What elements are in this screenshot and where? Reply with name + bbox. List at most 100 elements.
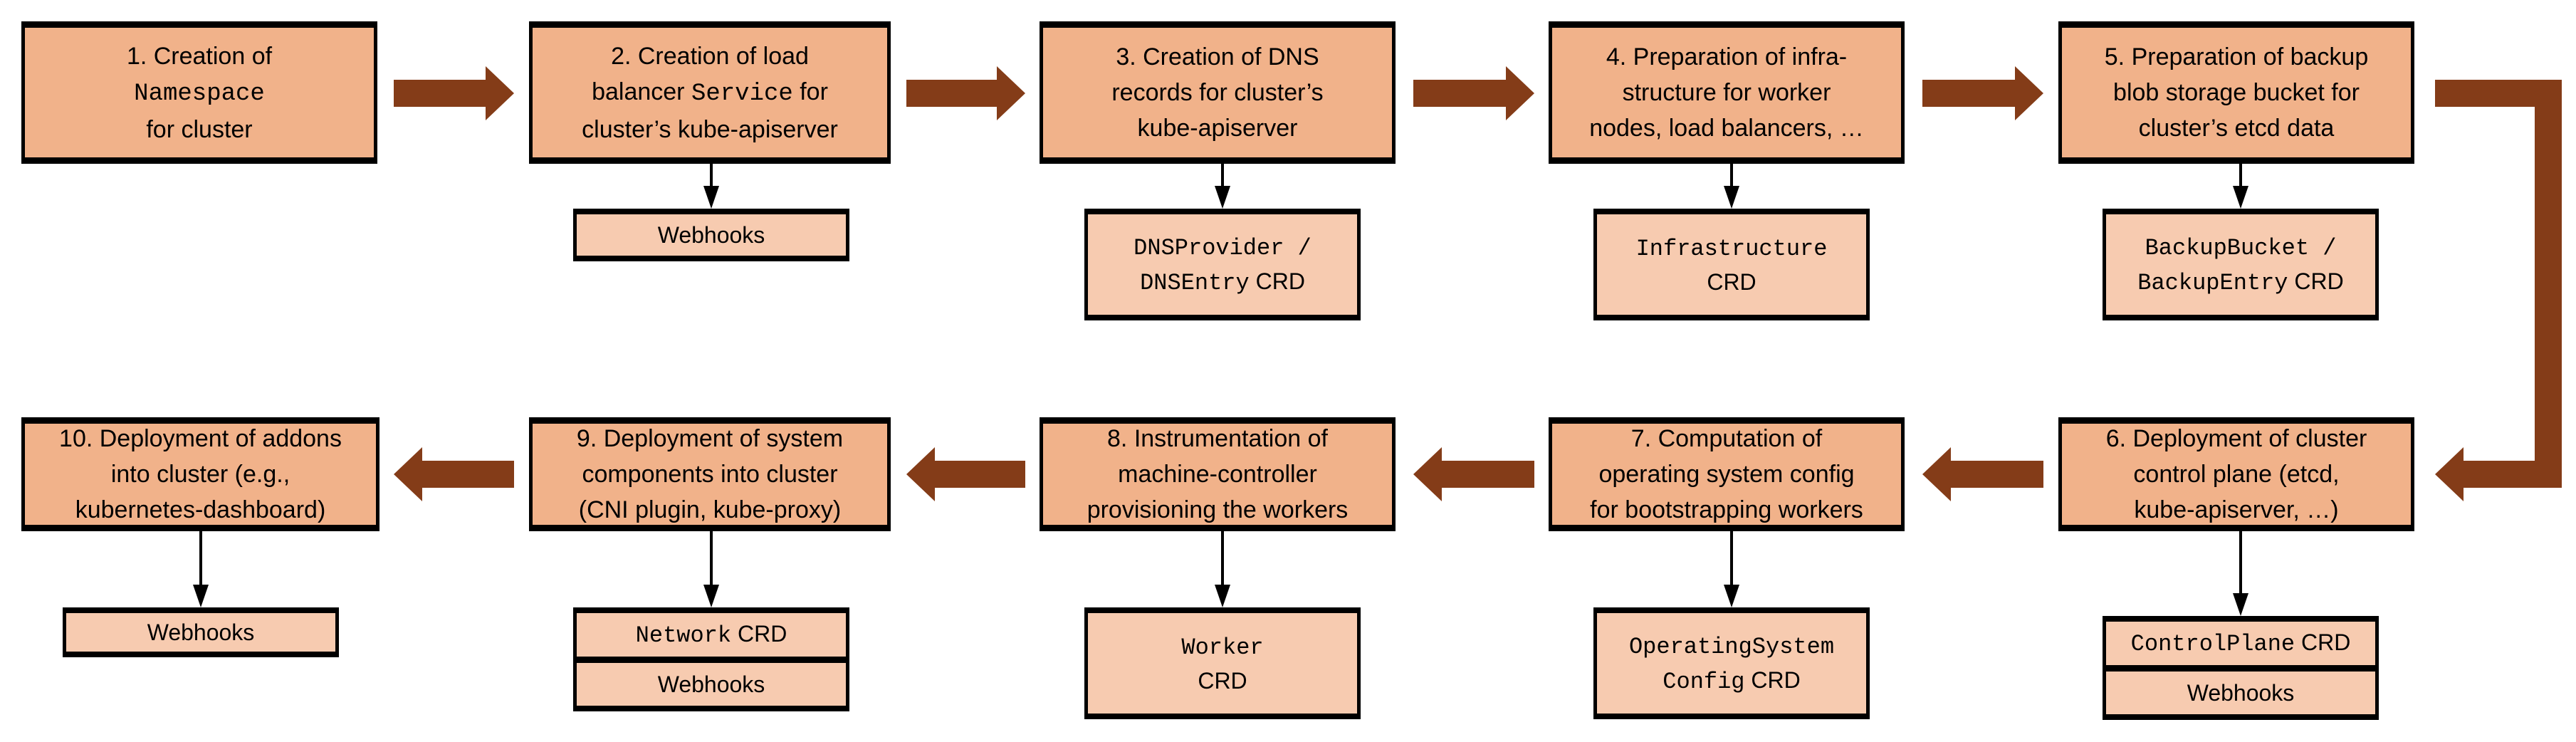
text-line: (CNI plugin, kube-proxy) xyxy=(579,492,841,528)
step-1-box: 1. Creation of Namespace for cluster xyxy=(21,21,377,164)
flow-arrow-right xyxy=(1922,66,2043,120)
flow-arrow-right xyxy=(394,66,514,120)
text-line: 1. Creation of xyxy=(127,38,272,74)
text: control plane (etcd, xyxy=(2133,461,2340,488)
text: kube-apiserver, …) xyxy=(2134,496,2339,523)
text: 9. Deployment of system xyxy=(576,425,844,452)
text: cluster’s etcd data xyxy=(2138,115,2335,142)
text: kube-apiserver xyxy=(1137,115,1298,142)
text: CRD xyxy=(1198,668,1247,694)
text-line: Worker xyxy=(1181,629,1263,664)
code-term: Service xyxy=(691,80,793,108)
text-line: components into cluster xyxy=(582,456,837,492)
text-line: 4. Preparation of infra- xyxy=(1606,39,1847,75)
step-6-resources: ControlPlane CRD Webhooks xyxy=(2103,616,2379,720)
text: Webhooks xyxy=(2187,679,2295,706)
text-line: Infrastructure xyxy=(1636,231,1828,266)
text: CRD xyxy=(1249,268,1305,294)
text-line: for bootstrapping workers xyxy=(1590,492,1863,528)
text: CRD xyxy=(1707,269,1756,295)
step-2-resources: Webhooks xyxy=(573,209,849,261)
text-line: kube-apiserver xyxy=(1138,110,1298,146)
connector-arrowhead xyxy=(703,585,719,607)
text-line: for cluster xyxy=(146,112,252,147)
text-line: provisioning the workers xyxy=(1087,492,1349,528)
text-line: cluster’s etcd data xyxy=(2139,110,2335,146)
text: nodes, load balancers, … xyxy=(1589,115,1864,142)
text: CRD xyxy=(731,620,787,647)
resource-cell: Network CRD xyxy=(577,613,846,657)
text: 2. Creation of load xyxy=(611,42,809,70)
flow-arrow-left xyxy=(394,447,514,501)
text-line: blob storage bucket for xyxy=(2113,75,2360,110)
text: 7. Computation of xyxy=(1630,425,1823,452)
code-term: BackupEntry xyxy=(2137,269,2288,296)
flow-arrow-bent xyxy=(2435,80,2562,501)
connector-arrowhead xyxy=(193,585,209,607)
text-line: BackupBucket / xyxy=(2145,230,2337,265)
flow-arrow-left xyxy=(1413,447,1534,501)
text-line: ControlPlane CRD xyxy=(2131,626,2351,661)
text: 3. Creation of DNS xyxy=(1116,43,1319,70)
text-line: DNSProvider / xyxy=(1133,230,1311,265)
text-line: into cluster (e.g., xyxy=(111,456,290,492)
text-line: cluster’s kube-apiserver xyxy=(582,112,838,147)
text: balancer xyxy=(592,78,691,105)
step-5-box: 5. Preparation of backup blob storage buc… xyxy=(2058,21,2414,164)
connector-arrowhead xyxy=(1215,585,1230,607)
code-term: BackupBucket / xyxy=(2145,234,2337,261)
text-line: records for cluster’s xyxy=(1111,75,1323,110)
code-term: Namespace xyxy=(134,80,265,108)
text: kubernetes-dashboard) xyxy=(75,496,326,523)
text-line: balancer Service for xyxy=(592,74,828,112)
resource-cell: ControlPlane CRD xyxy=(2106,622,2375,665)
code-term: OperatingSystem xyxy=(1628,633,1835,660)
text-line: kubernetes-dashboard) xyxy=(75,492,326,528)
text: Webhooks xyxy=(657,222,765,248)
text-line: 8. Instrumentation of xyxy=(1107,421,1328,456)
step-10-resources: Webhooks xyxy=(63,607,339,657)
code-term: Infrastructure xyxy=(1635,236,1828,262)
resource-cell: BackupBucket / BackupEntry CRD xyxy=(2106,214,2375,315)
connector-arrowhead xyxy=(703,186,719,209)
text-line: BackupEntry CRD xyxy=(2137,265,2343,300)
code-term: DNSEntry xyxy=(1140,269,1250,296)
step-3-box: 3. Creation of DNS records for cluster’s k… xyxy=(1040,21,1396,164)
text-line: control plane (etcd, xyxy=(2133,456,2339,492)
text-line: Webhooks xyxy=(658,668,765,701)
resource-cell: DNSProvider / DNSEntry CRD xyxy=(1088,214,1357,315)
text-line: 3. Creation of DNS xyxy=(1116,39,1319,75)
connector-arrowhead xyxy=(1215,186,1230,209)
text-line: nodes, load balancers, … xyxy=(1589,110,1864,146)
text: for bootstrapping workers xyxy=(1590,496,1863,523)
text-line: CRD xyxy=(1198,664,1247,697)
text: 5. Preparation of backup xyxy=(2104,43,2369,70)
text-line: Webhooks xyxy=(658,219,765,251)
resource-cell: Webhooks xyxy=(577,214,846,256)
text: records for cluster’s xyxy=(1111,79,1324,106)
text: (CNI plugin, kube-proxy) xyxy=(578,496,842,523)
text: blob storage bucket for xyxy=(2113,79,2360,106)
flow-arrow-right xyxy=(1413,66,1534,120)
text-line: Config CRD xyxy=(1663,664,1800,699)
text-line: 7. Computation of xyxy=(1631,421,1822,456)
connector-arrowhead xyxy=(1724,186,1739,209)
text: CRD xyxy=(2288,268,2344,294)
code-term: DNSProvider / xyxy=(1133,234,1311,261)
text-line: machine-controller xyxy=(1118,456,1317,492)
resource-cell: Webhooks xyxy=(2106,664,2375,715)
text: 1. Creation of xyxy=(126,42,273,70)
text-line: Namespace xyxy=(134,74,265,112)
text-line: 2. Creation of load xyxy=(611,38,809,74)
text-line: CRD xyxy=(1707,266,1756,298)
text: components into cluster xyxy=(582,461,838,488)
